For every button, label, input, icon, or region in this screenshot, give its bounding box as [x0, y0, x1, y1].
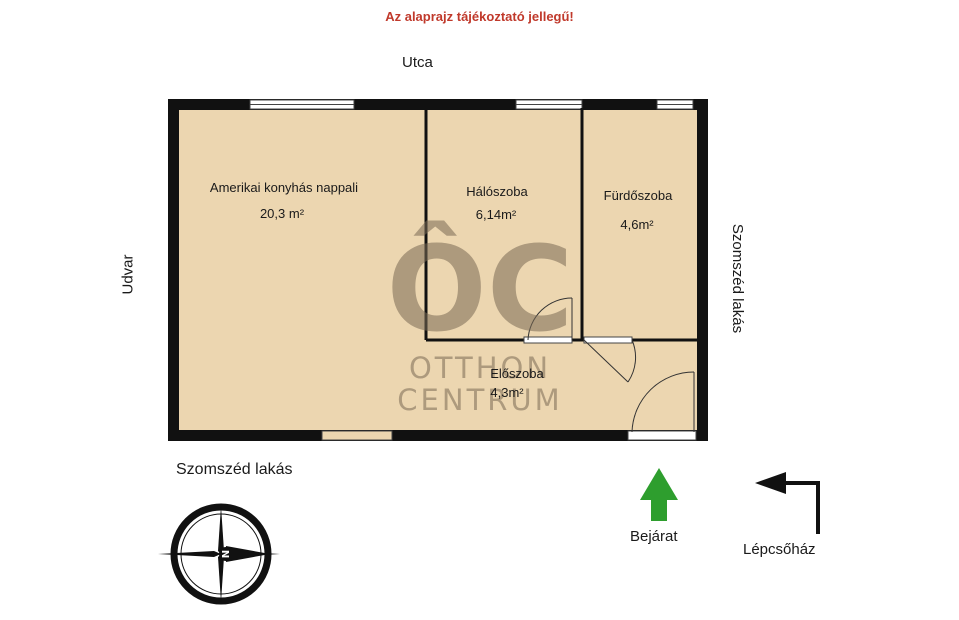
label-neighbor-bottom: Szomszéd lakás: [176, 461, 293, 478]
room-area-bathroom: 4,6m²: [620, 217, 654, 232]
door-swings: [527, 297, 695, 433]
stairs-arrow-icon: [755, 472, 820, 534]
svg-text:N: N: [219, 550, 230, 558]
label-stairs: Lépcsőház: [743, 541, 816, 558]
windows-top: [249, 99, 694, 110]
room-name-hall: Előszoba: [490, 366, 544, 381]
floor-area: [174, 104, 702, 436]
outer-walls: [168, 99, 708, 441]
label-neighbor-right: Szomszéd lakás: [729, 223, 747, 334]
room-name-bathroom: Fürdőszoba: [604, 188, 673, 203]
watermark-logo-text: ÔC: [387, 220, 574, 358]
room-area-living: 20,3 m²: [260, 206, 305, 221]
compass-icon: N: [158, 503, 280, 605]
room-area-hall: 4,3m²: [490, 385, 524, 400]
disclaimer-notice: Az alaprajz tájékoztató jellegű!: [385, 9, 574, 24]
watermark-logo: ÔC OTTHON CENTRUM: [387, 220, 574, 417]
watermark-line2: CENTRUM: [397, 383, 562, 417]
label-street: Utca: [402, 54, 433, 71]
room-labels: Amerikai konyhás nappali 20,3 m² Hálószo…: [210, 180, 673, 400]
entrance-arrow-icon: [640, 468, 678, 521]
watermark-line1: OTTHON: [409, 351, 551, 385]
label-entrance: Bejárat: [630, 528, 678, 545]
bottom-opening: [321, 430, 393, 441]
room-area-bedroom: 6,14m²: [476, 207, 517, 222]
label-courtyard: Udvar: [119, 254, 137, 295]
room-name-bedroom: Hálószoba: [466, 184, 528, 199]
room-name-living: Amerikai konyhás nappali: [210, 180, 358, 195]
